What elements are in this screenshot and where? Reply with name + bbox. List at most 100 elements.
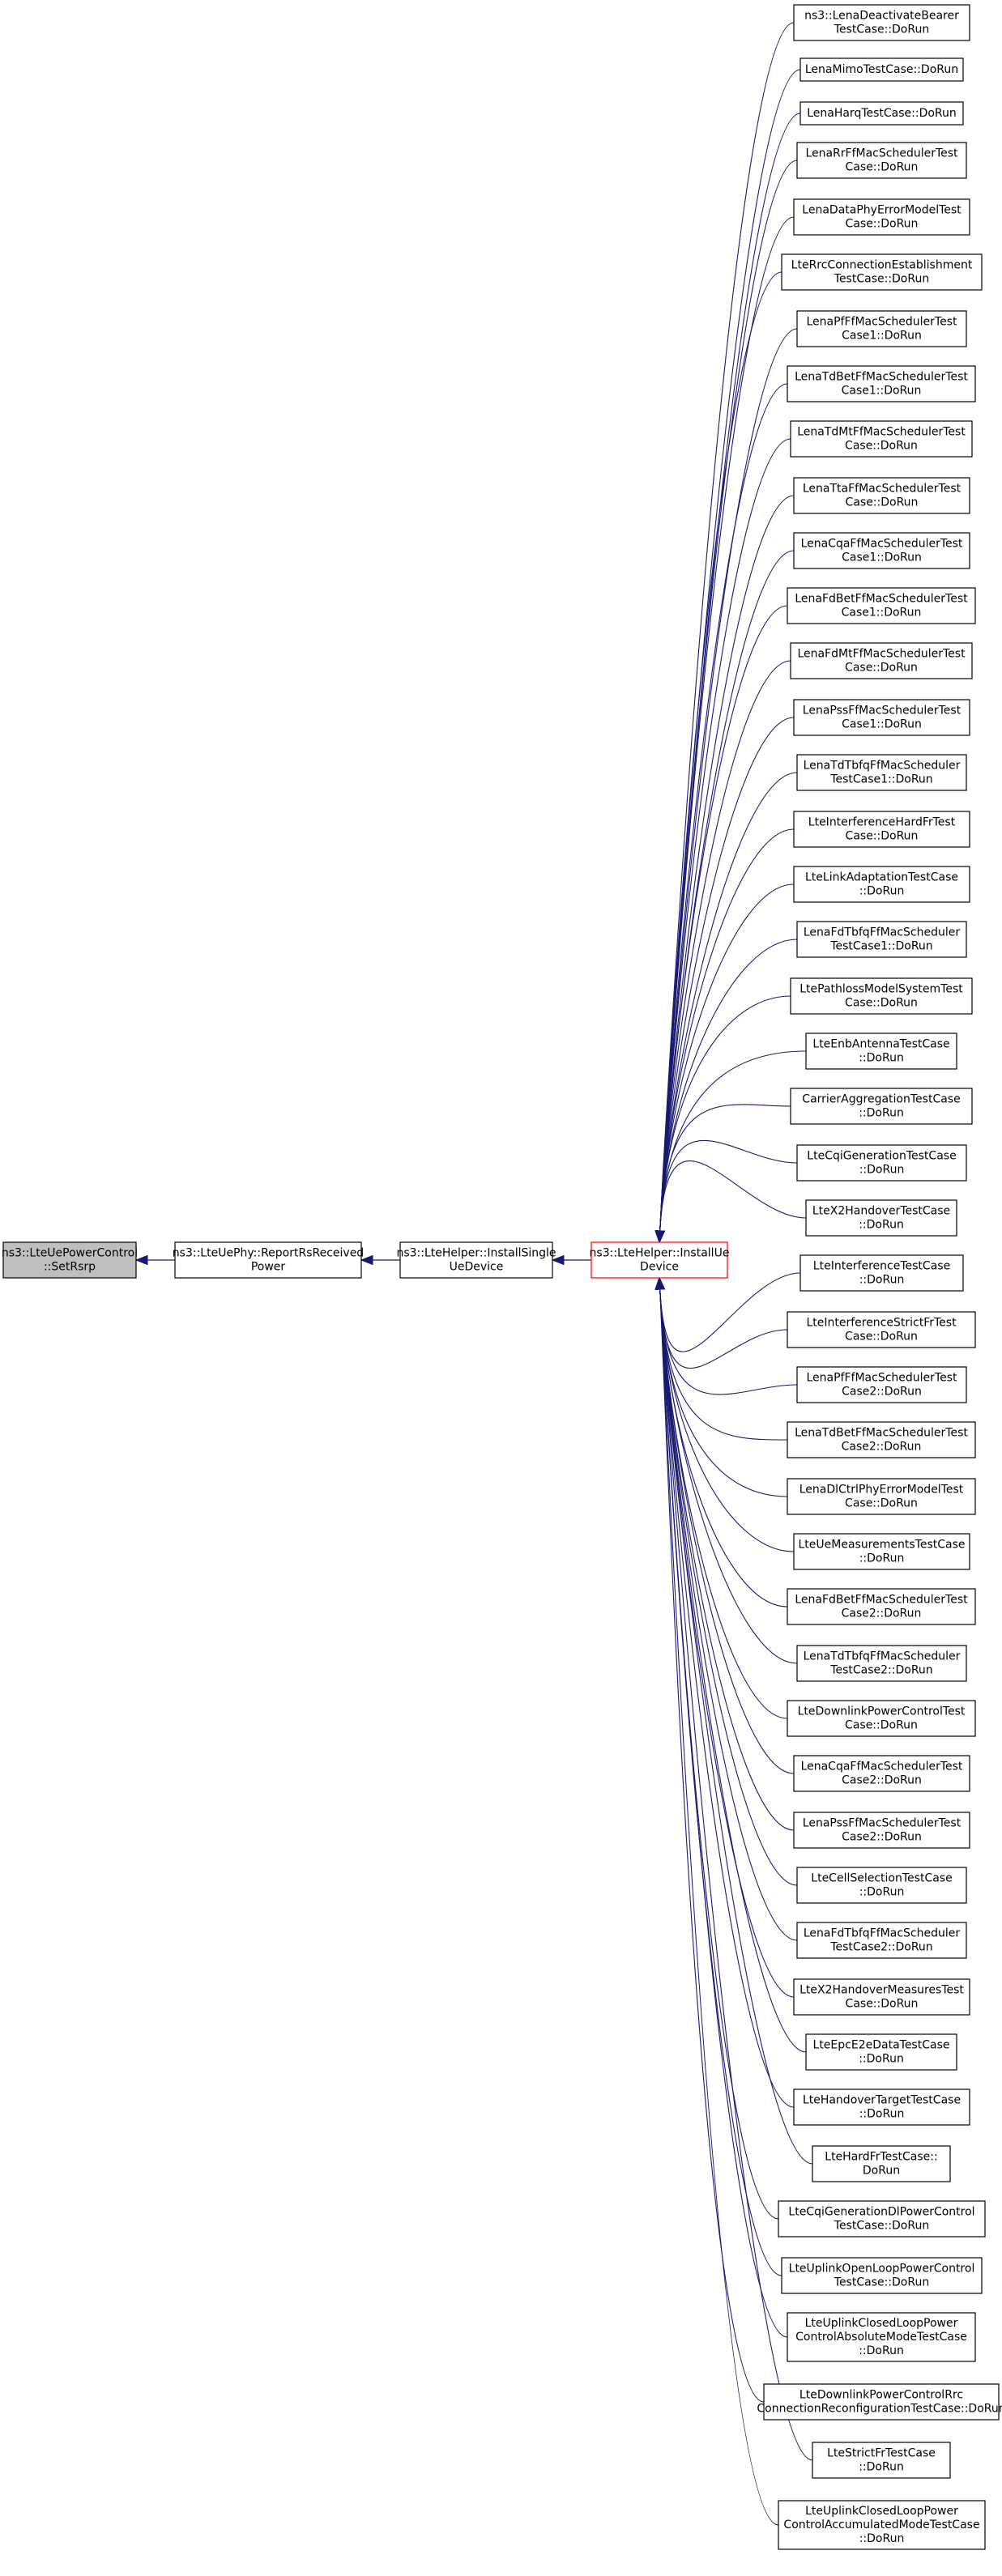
edge-curve [659, 1287, 813, 2165]
node-caller-39-label-line: LteHardFrTestCase:: [825, 2151, 937, 2164]
node-caller-40-box [778, 2200, 986, 2238]
node-installsingle-label-line: ns3::LteHelper::InstallSingle [396, 1247, 556, 1260]
node-caller-30-label-line: TestCase2::DoRun [829, 1664, 932, 1677]
node-caller-37-label-line: LteEpcE2eDataTestCase [813, 2039, 950, 2052]
edge-curve [659, 1287, 779, 2220]
node-caller-8-label-line: LenaTdMtFfMacSchedulerTest [797, 426, 966, 439]
node-caller-19-label-line: LteEnbAntennaTestCase [812, 1038, 949, 1051]
node-caller-24-label-line: Case::DoRun [845, 1331, 918, 1343]
node-caller-27-label-line: LenaDlCtrlPhyErrorModelTest [799, 1484, 964, 1497]
node-caller-41[interactable]: LteUplinkOpenLoopPowerControlTestCase::D… [781, 2257, 983, 2294]
node-caller-12-label-line: Case::DoRun [845, 662, 918, 675]
node-caller-19-box [805, 1033, 957, 1070]
edge-curve [659, 1287, 788, 1369]
node-caller-42-label-line: ControlAbsoluteModeTestCase [795, 2331, 967, 2344]
node-caller-44[interactable]: LteStrictFrTestCase::DoRun [812, 2442, 951, 2479]
node-caller-34-label-line: LteCellSelectionTestCase [811, 1872, 952, 1885]
node-caller-2[interactable]: LenaHarqTestCase::DoRun [799, 101, 964, 126]
node-caller-18-label-line: LtePathlossModelSystemTest [799, 983, 963, 996]
node-caller-21[interactable]: LteCqiGenerationTestCase::DoRun [796, 1144, 967, 1182]
node-caller-0-label-line: ns3::LenaDeactivateBearer [804, 10, 959, 23]
node-caller-40[interactable]: LteCqiGenerationDlPowerControlTestCase::… [778, 2200, 986, 2238]
node-caller-20[interactable]: CarrierAggregationTestCase::DoRun [790, 1088, 973, 1125]
node-caller-40-label-line: TestCase::DoRun [834, 2220, 929, 2233]
node-caller-44-box [812, 2442, 951, 2479]
node-caller-45[interactable]: LteUplinkClosedLoopPowerControlAccumulat… [778, 2500, 986, 2550]
node-caller-16-label-line: ::DoRun [859, 885, 905, 898]
node-setrsrp[interactable]: ns3::LteUePowerControl::SetRsrp [2, 1241, 138, 1279]
node-reportrs-box [174, 1241, 362, 1279]
node-setrsrp-box [2, 1241, 137, 1279]
node-caller-4-label-line: Case::DoRun [846, 218, 919, 231]
node-caller-43-label-line: LteDownlinkPowerControlRrc [799, 2389, 963, 2402]
node-caller-5-box [781, 253, 983, 291]
node-caller-3-label-line: Case::DoRun [846, 161, 919, 174]
edge-caller-38 [654, 1276, 795, 2108]
node-caller-6-label-line: Case1::DoRun [842, 330, 922, 343]
node-caller-38-label-line: ::DoRun [859, 2108, 905, 2121]
node-setrsrp-label-line: ::SetRsrp [44, 1261, 96, 1274]
node-caller-4-box [793, 198, 970, 236]
node-caller-24-box [787, 1311, 976, 1348]
node-caller-10-label-line: LenaCqaFfMacSchedulerTest [801, 538, 963, 551]
edge-curve [659, 995, 791, 1233]
edge-curve [659, 1287, 788, 2338]
node-caller-22[interactable]: LteX2HandoverTestCase::DoRun [805, 1199, 957, 1237]
node-caller-39[interactable]: LteHardFrTestCase::DoRun [812, 2145, 951, 2182]
edge-curve [659, 1104, 791, 1233]
edge-curve [659, 1287, 788, 1607]
node-caller-42-label-line: ::DoRun [859, 2344, 904, 2357]
node-caller-37[interactable]: LteEpcE2eDataTestCase::DoRun [805, 2033, 957, 2071]
node-caller-28[interactable]: LteUeMeasurementsTestCase::DoRun [793, 1533, 970, 1570]
edge-reportrs-to-setrsrp [134, 1254, 175, 1266]
edge-caller-26 [654, 1276, 788, 1441]
node-caller-42[interactable]: LteUplinkClosedLoopPowerControlAbsoluteM… [787, 2312, 976, 2362]
edge-arrowhead [134, 1254, 148, 1266]
node-caller-19[interactable]: LteEnbAntennaTestCase::DoRun [805, 1033, 957, 1070]
node-caller-23[interactable]: LteInterferenceTestCase::DoRun [799, 1254, 964, 1292]
node-caller-10-label-line: Case1::DoRun [842, 551, 922, 564]
node-caller-5[interactable]: LteRrcConnectionEstablishmentTestCase::D… [781, 253, 983, 291]
node-caller-1[interactable]: LenaMimoTestCase::DoRun [799, 57, 964, 82]
node-caller-34[interactable]: LteCellSelectionTestCase::DoRun [796, 1867, 967, 1904]
node-caller-43[interactable]: LteDownlinkPowerControlRrcConnectionReco… [757, 2383, 1002, 2421]
node-caller-13-label-line: LenaPssFfMacSchedulerTest [803, 705, 961, 717]
node-caller-18-label-line: Case::DoRun [845, 997, 918, 1010]
node-caller-38[interactable]: LteHandoverTargetTestCase::DoRun [793, 2088, 970, 2126]
edge-curve [659, 828, 795, 1233]
node-caller-24-label-line: LteInterferenceStrictFrTest [806, 1317, 957, 1330]
node-caller-29-label-line: Case2::DoRun [842, 1607, 922, 1620]
node-caller-16[interactable]: LteLinkAdaptationTestCase::DoRun [793, 866, 970, 903]
node-caller-25-label-line: LenaPfFfMacSchedulerTest [807, 1372, 957, 1385]
node-caller-31-label-line: Case::DoRun [845, 1719, 918, 1732]
